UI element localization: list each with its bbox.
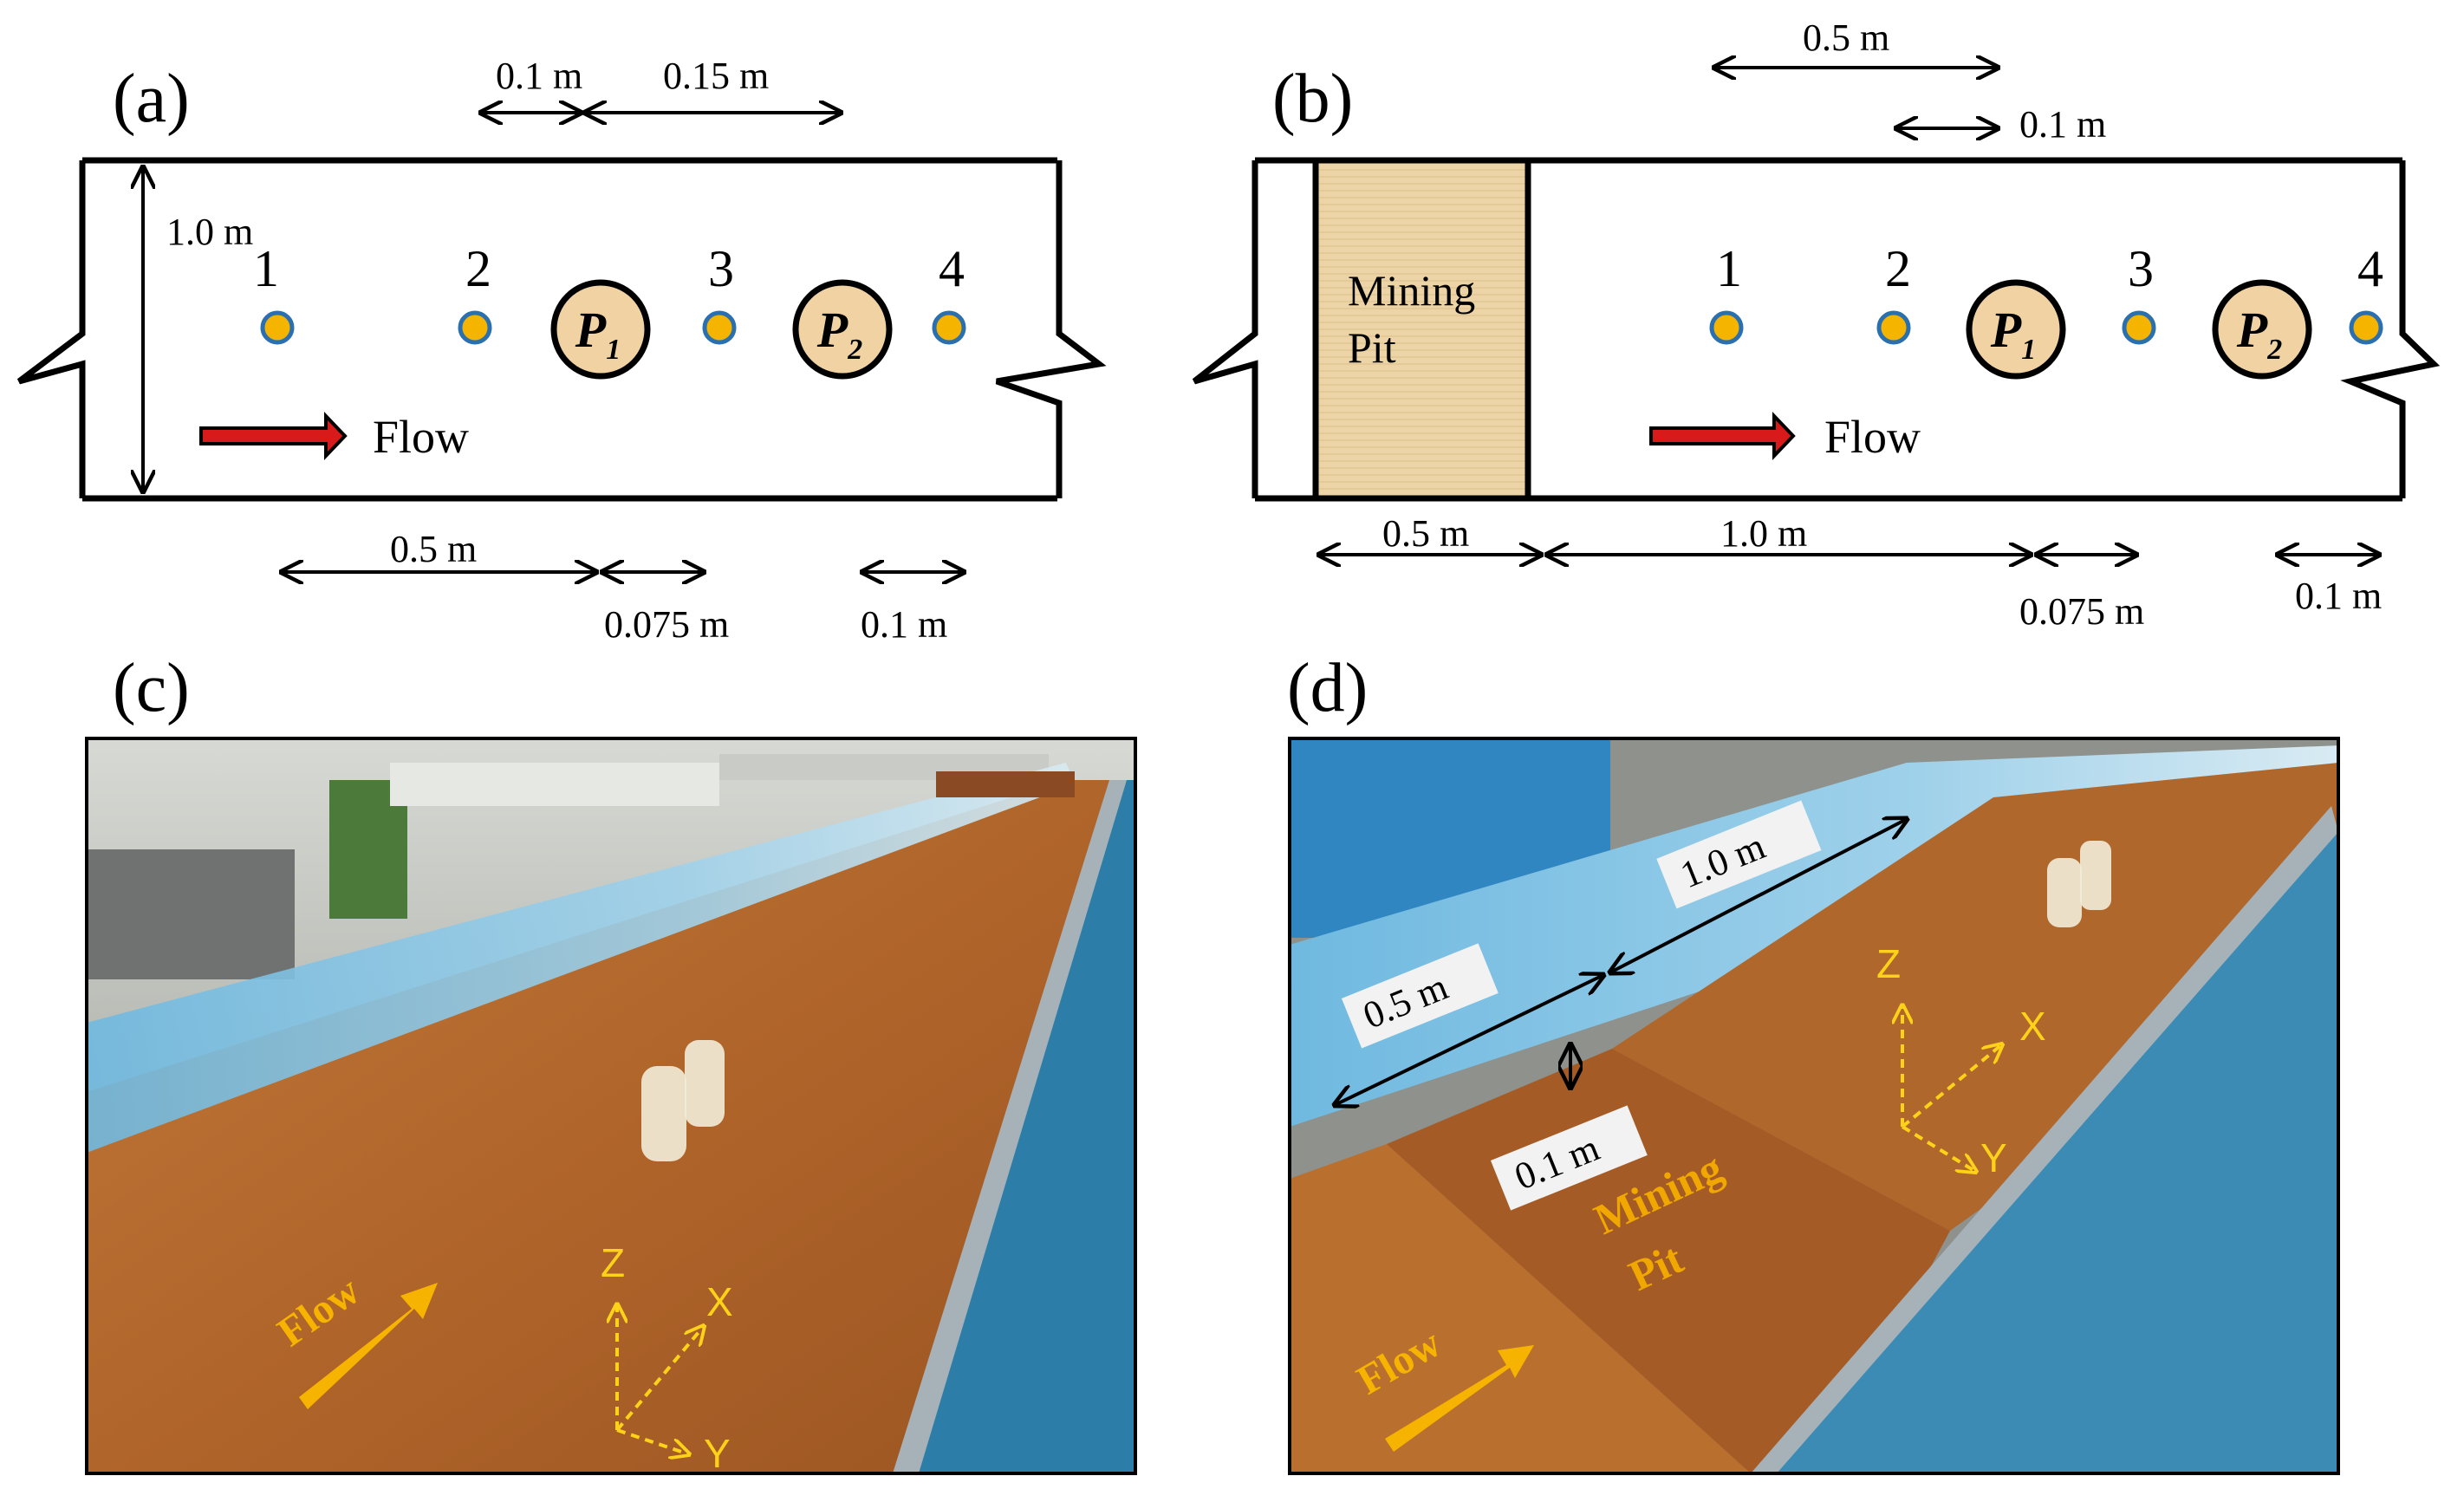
- photo-d: 1.0 m 0.5 m 0.1 m Mining Pit Flow Z X Y: [1288, 737, 2340, 1475]
- dim-b-bottom-4: 0.1 m: [2295, 575, 2382, 617]
- panel-b-label: (b): [1272, 61, 1353, 137]
- photo-c: Flow Z X Y: [85, 737, 1137, 1476]
- point-b-1: [1709, 310, 1744, 345]
- flow-label-b: Flow: [1824, 411, 1921, 463]
- dim-a-bottom-1: 0.5 m: [390, 528, 477, 570]
- panel-d: (d): [1287, 650, 2340, 1475]
- point-b-4: [2349, 310, 2383, 345]
- pit-label-b-2: Pit: [1348, 323, 1396, 372]
- panel-a: (a) 1.0 m 0.1 m 0.15 m 1 2 3 4 P1 P2 Flo…: [16, 55, 1107, 646]
- photo-c-flow-arrow: [299, 1283, 438, 1409]
- dim-b-bottom-2: 1.0 m: [1720, 512, 1807, 555]
- point-b-1-label: 1: [1716, 240, 1742, 297]
- point-b-2-label: 2: [1885, 240, 1911, 297]
- photo-d-dim-2-arrow: [1335, 975, 1603, 1105]
- pit-label-b-1: Mining: [1348, 266, 1475, 315]
- flow-arrow-a: [199, 412, 348, 460]
- point-b-4-label: 4: [2357, 240, 2383, 297]
- point-a-1: [260, 310, 295, 345]
- pier-a-1: [550, 279, 651, 380]
- point-a-1-label: 1: [253, 240, 279, 297]
- pier-b-2: [2212, 279, 2312, 380]
- panel-c: (c): [85, 650, 1137, 1476]
- dim-b-top-2: 0.1 m: [2019, 103, 2106, 146]
- dim-b-bottom-1: 0.5 m: [1382, 512, 1469, 555]
- photo-c-x-axis: [615, 1326, 704, 1432]
- panel-d-label: (d): [1287, 650, 1368, 726]
- pier-a-1-label: P1: [575, 302, 621, 366]
- dim-b-top-1: 0.5 m: [1803, 16, 1889, 59]
- point-a-2: [458, 310, 492, 345]
- point-b-3: [2122, 310, 2156, 345]
- mining-pit-b: [1312, 157, 1531, 502]
- channel-a-inlet-break: [16, 160, 86, 498]
- photo-c-y-axis: [616, 1428, 689, 1454]
- pier-b-1: [1966, 279, 2066, 380]
- photo-c-z-label: Z: [601, 1240, 625, 1285]
- flow-arrow-b: [1649, 412, 1796, 460]
- panel-b: (b) Mining Pit 0.5 m 0.1 m 1 2 3 4 P1 P2…: [1192, 16, 2441, 633]
- dim-a-top-2: 0.15 m: [663, 55, 769, 97]
- point-b-2: [1876, 310, 1911, 345]
- dim-a-bottom-3: 0.1 m: [861, 603, 947, 646]
- photo-d-y-label: Y: [1980, 1135, 2007, 1180]
- panel-a-label: (a): [113, 61, 190, 137]
- pier-a-2-label: P2: [816, 302, 862, 366]
- photo-c-x-label: X: [706, 1279, 733, 1324]
- dim-a-top-1: 0.1 m: [496, 55, 582, 97]
- photo-d-flow-arrow: [1385, 1345, 1534, 1452]
- photo-d-dim-1-arrow: [1610, 819, 1907, 972]
- point-a-3: [702, 310, 737, 345]
- dim-a-width: 1.0 m: [166, 211, 253, 253]
- flow-label-a: Flow: [373, 411, 469, 463]
- dim-a-bottom-2: 0.075 m: [604, 603, 729, 646]
- pier-b-2-label: P2: [2236, 302, 2282, 366]
- dim-b-bottom-3: 0.075 m: [2019, 590, 2144, 633]
- point-a-3-label: 3: [708, 240, 734, 297]
- photo-c-y-label: Y: [704, 1431, 731, 1476]
- photo-d-z-label: Z: [1876, 941, 1901, 986]
- point-a-2-label: 2: [465, 240, 491, 297]
- channel-b-inlet-break: [1192, 160, 1258, 498]
- channel-a-outlet-break: [995, 160, 1107, 498]
- point-a-4: [932, 310, 966, 345]
- channel-b-outlet-break: [2340, 160, 2441, 498]
- pier-a-2: [792, 279, 893, 380]
- panel-c-label: (c): [113, 650, 190, 726]
- point-b-3-label: 3: [2128, 240, 2154, 297]
- pier-b-1-label: P1: [1990, 302, 2036, 366]
- point-a-4-label: 4: [939, 240, 965, 297]
- photo-d-x-label: X: [2019, 1004, 2046, 1049]
- photo-d-x-axis: [1901, 1044, 2002, 1128]
